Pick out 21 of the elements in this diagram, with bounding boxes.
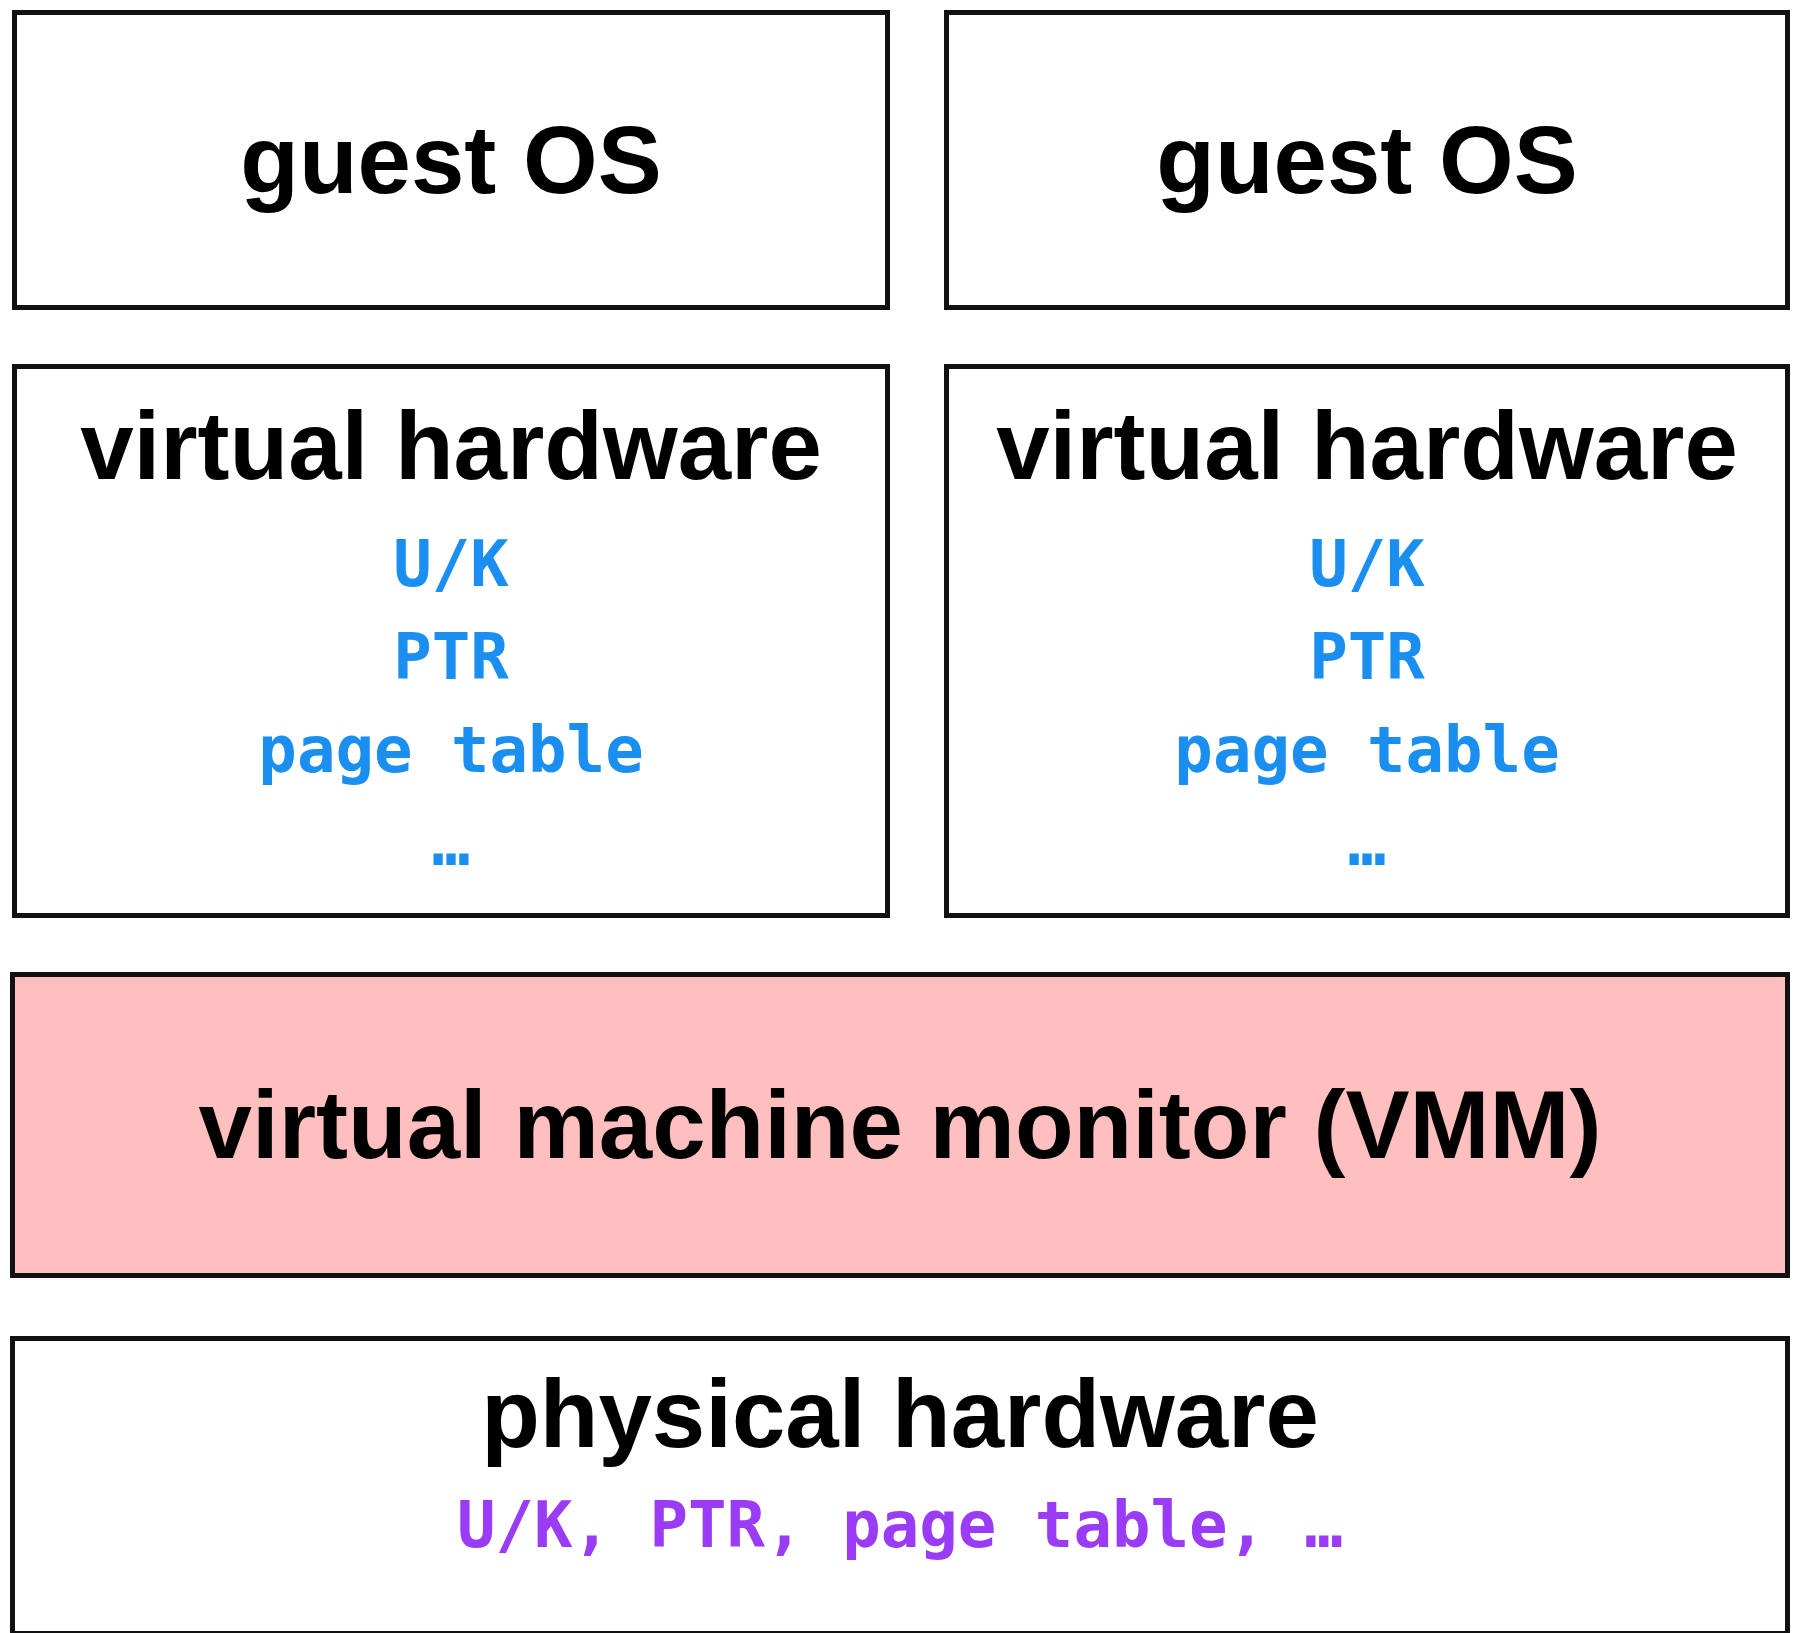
register-name: …: [431, 804, 471, 882]
register-name: page table: [1174, 711, 1560, 789]
register-name: page table: [258, 711, 644, 789]
layer-title: virtual machine monitor (VMM): [198, 1072, 1602, 1178]
layer-title: guest OS: [1156, 107, 1578, 213]
register-name: U/K: [1309, 526, 1425, 604]
layer-title: virtual hardware: [80, 392, 822, 499]
layer-title: guest OS: [240, 107, 662, 213]
register-name: U/K, PTR, page table, …: [456, 1486, 1344, 1564]
layer-title: virtual hardware: [996, 392, 1738, 499]
layer-box: [944, 364, 1790, 918]
layer-box: [12, 364, 890, 918]
layer-box: [10, 1336, 1790, 1633]
register-name: PTR: [1309, 619, 1425, 696]
layer-box: [10, 972, 1790, 1278]
register-name: PTR: [393, 619, 509, 696]
layer-box: [944, 10, 1790, 310]
register-name: …: [1347, 804, 1387, 882]
layer-title: physical hardware: [481, 1361, 1319, 1467]
register-name: U/K: [393, 526, 509, 604]
layer-box: [12, 10, 890, 310]
